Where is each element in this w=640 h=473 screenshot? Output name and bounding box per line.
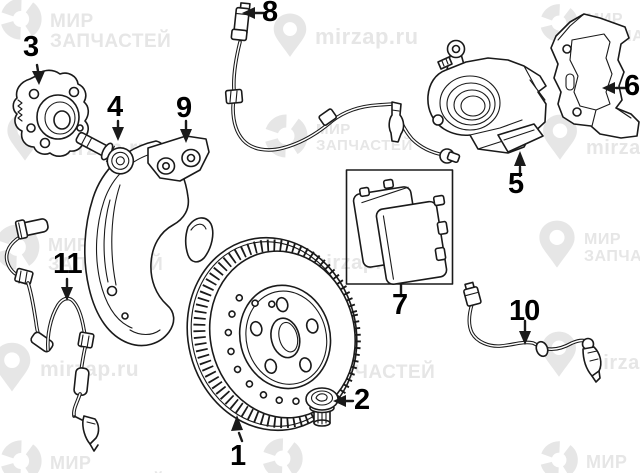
watermark: МИР ЗАПЧАСТЕЙ [0, 0, 171, 52]
callout-4: 4 [107, 91, 123, 123]
watermark-text: mirzap.ru [40, 358, 140, 381]
watermark: МИР ЗАПЧАСТЕЙ [538, 439, 640, 473]
callout-1: 1 [230, 440, 246, 472]
callout-arrows [32, 7, 628, 443]
brake-disc [186, 236, 361, 432]
callout-11: 11 [53, 248, 83, 280]
watermark-text: МИР [48, 235, 90, 255]
watermark: МИР ЗАПЧАСТЕЙ [536, 219, 640, 271]
watermark: mirzap.ru [271, 12, 419, 60]
watermark-text: mirzap.ru [315, 24, 419, 49]
brake-pads-box [345, 169, 454, 296]
callout-6: 6 [624, 70, 640, 102]
watermark-text: МИР [584, 231, 621, 248]
wear-sensor-cable [224, 2, 461, 164]
callout-5: 5 [508, 168, 524, 200]
callout-2: 2 [354, 384, 370, 416]
watermark-text: ЗАПЧАСТЕЙ [50, 30, 172, 52]
hub-bolt [75, 131, 135, 175]
disc-set-screw [305, 387, 339, 427]
watermark-text: МИР [50, 11, 94, 32]
watermark-text: МИР [586, 452, 628, 472]
watermark: mirzap.ru [540, 113, 640, 163]
brake-pad-inner [375, 194, 449, 286]
callout-3: 3 [23, 31, 39, 63]
caliper-bracket [550, 13, 640, 139]
watermark-text: ЗАПЧАСТЕЙ [316, 136, 413, 154]
watermark: mirzap.ru [0, 341, 139, 395]
splash-shield [83, 135, 214, 347]
watermark: МИР ЗАПЧАСТЕЙ [262, 112, 413, 160]
watermark-text: mirzap.ru [586, 137, 640, 159]
watermark-text: ЗАПЧАСТЕЙ [584, 247, 640, 265]
callout-9: 9 [176, 92, 192, 124]
callout-7: 7 [392, 289, 408, 321]
abs-sensor-right [463, 281, 602, 383]
callout-8: 8 [262, 0, 278, 28]
wheel-hub [12, 69, 90, 157]
watermark-text: МИР [50, 453, 92, 473]
watermark-text: ЗАПЧАСТЕЙ [586, 471, 640, 473]
brake-caliper [427, 39, 547, 154]
callout-10: 10 [509, 295, 540, 327]
